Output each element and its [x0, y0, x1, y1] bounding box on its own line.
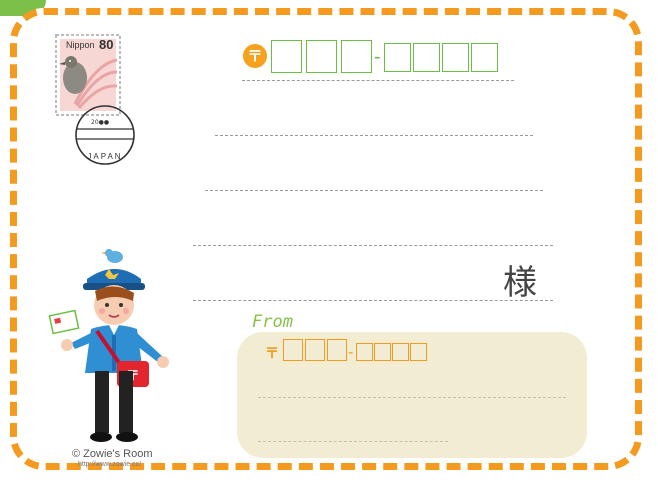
zip-digit-box[interactable]	[471, 43, 498, 72]
copyright-text: © Zowie's Room	[72, 448, 153, 460]
sender-zip-digit-box[interactable]	[305, 339, 325, 361]
zip-digit-box[interactable]	[306, 40, 337, 73]
sender-panel	[237, 332, 587, 458]
sender-address-line[interactable]	[258, 397, 566, 398]
zip-digit-box[interactable]	[271, 40, 302, 73]
stamp-country: Nippon	[66, 40, 95, 50]
mailman-illustration: 〒	[48, 249, 169, 442]
sender-zip-digit-box[interactable]	[410, 343, 427, 361]
sender-zip-digit-box[interactable]	[392, 343, 409, 361]
sender-zip-separator: -	[348, 343, 354, 361]
credit-url[interactable]: http://www.zowie.cc/	[78, 461, 142, 468]
from-label: From	[252, 312, 293, 332]
sender-zip-digit-box[interactable]	[374, 343, 391, 361]
postal-mark-icon: 〒	[243, 44, 267, 68]
address-line[interactable]	[215, 135, 533, 136]
name-line[interactable]	[193, 245, 553, 246]
zip-digit-box[interactable]	[384, 43, 411, 72]
sender-postal-mark-icon: 〒	[265, 346, 279, 362]
address-line[interactable]	[205, 190, 543, 191]
address-line[interactable]	[242, 80, 514, 81]
zip-digit-box[interactable]	[442, 43, 469, 72]
zip-separator: -	[374, 46, 381, 68]
honorific-label: 様	[503, 263, 537, 303]
sender-name-line[interactable]	[258, 441, 448, 442]
postage-stamp	[55, 34, 121, 116]
sender-zip-digit-box[interactable]	[283, 339, 303, 361]
svg-text:JAPAN: JAPAN	[87, 152, 122, 161]
sender-zip-digit-box[interactable]	[356, 343, 373, 361]
postmark-icon: JAPAN	[75, 105, 135, 165]
name-line[interactable]	[193, 300, 553, 301]
sender-zip-digit-box[interactable]	[327, 339, 347, 361]
postmark-date: 20●●	[91, 119, 110, 126]
zip-digit-box[interactable]	[341, 40, 372, 73]
zip-digit-box[interactable]	[413, 43, 440, 72]
stamp-value: 80	[99, 37, 114, 52]
